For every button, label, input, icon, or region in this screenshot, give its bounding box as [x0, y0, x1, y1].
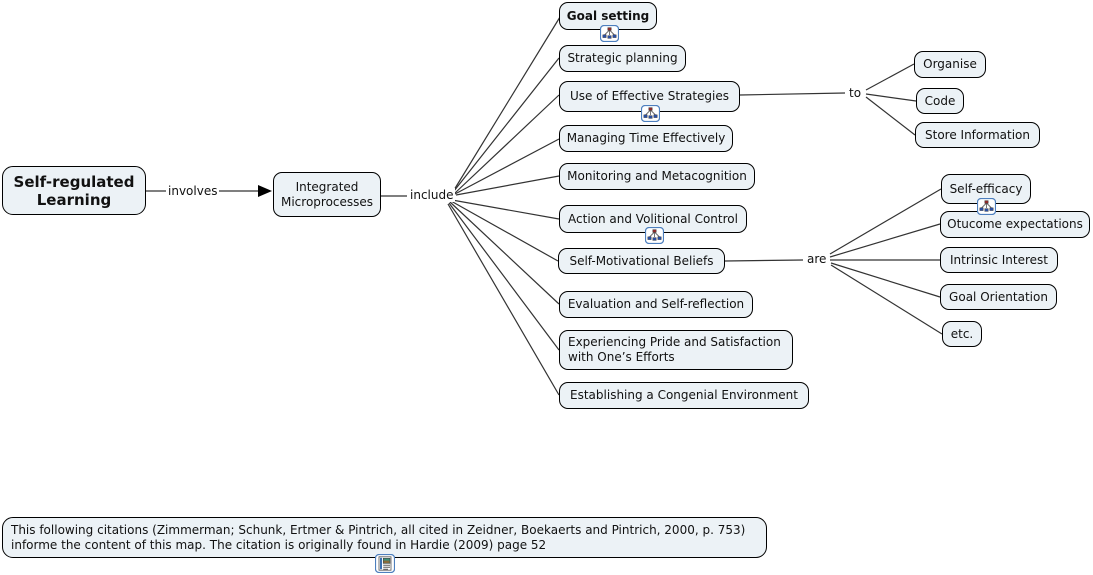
connector-line	[865, 63, 915, 91]
connector-line	[865, 93, 917, 102]
connector-line	[448, 202, 560, 351]
connector-line	[455, 175, 560, 196]
node-organise[interactable]: Organise	[914, 51, 986, 78]
connector-line	[453, 57, 560, 192]
node-establishing-congenial-environment[interactable]: Establishing a Congenial Environment	[559, 382, 809, 409]
node-self-efficacy[interactable]: Self-efficacy	[941, 174, 1031, 204]
node-goal-orientation[interactable]: Goal Orientation	[940, 284, 1057, 310]
node-use-of-effective-strategies[interactable]: Use of Effective Strategies	[559, 81, 740, 112]
link-label-involves[interactable]: involves	[166, 184, 220, 198]
node-integrated-microprocesses[interactable]: Integrated Microprocesses	[273, 172, 381, 217]
link-label-include[interactable]: include	[408, 188, 456, 202]
connector-line	[454, 94, 560, 194]
node-self-regulated-learning[interactable]: Self-regulated Learning	[2, 166, 146, 215]
arrowhead-icon	[258, 185, 272, 197]
connector-line	[451, 199, 560, 220]
connector-line	[829, 188, 942, 255]
node-citation[interactable]: This following citations (Zimmerman; Sch…	[2, 517, 767, 558]
node-strategic-planning[interactable]: Strategic planning	[559, 45, 686, 72]
connector-line	[454, 138, 560, 195]
connector-line	[447, 203, 560, 396]
link-label-to[interactable]: to	[847, 86, 864, 100]
node-store-information[interactable]: Store Information	[915, 122, 1040, 148]
connector-line	[865, 96, 916, 136]
node-experiencing-pride[interactable]: Experiencing Pride and Satisfaction with…	[559, 330, 793, 370]
connector-line	[830, 262, 941, 298]
link-label-are[interactable]: are	[805, 252, 829, 266]
node-evaluation-and-self-reflection[interactable]: Evaluation and Self-reflection	[559, 291, 753, 318]
webpage-resource-icon[interactable]	[375, 554, 395, 573]
connector-line	[449, 201, 560, 305]
concept-map-resource-icon[interactable]	[645, 227, 664, 244]
connector-line	[829, 223, 941, 258]
concept-map-resource-icon[interactable]	[641, 105, 660, 122]
node-etc[interactable]: etc.	[942, 321, 982, 347]
node-code[interactable]: Code	[916, 88, 964, 114]
connector-line	[724, 259, 804, 262]
node-self-motivational-beliefs[interactable]: Self-Motivational Beliefs	[558, 248, 725, 274]
connector-line	[453, 16, 561, 191]
node-intrinsic-interest[interactable]: Intrinsic Interest	[940, 247, 1058, 273]
node-monitoring-and-metacognition[interactable]: Monitoring and Metacognition	[559, 163, 755, 190]
connector-line	[739, 92, 846, 96]
node-managing-time-effectively[interactable]: Managing Time Effectively	[559, 125, 733, 152]
node-outcome-expectations[interactable]: Otucome expectations	[940, 211, 1090, 238]
connector-line	[830, 264, 943, 335]
concept-map-resource-icon[interactable]	[977, 198, 996, 215]
concept-map-resource-icon[interactable]	[600, 25, 619, 42]
connector-line	[450, 200, 559, 262]
